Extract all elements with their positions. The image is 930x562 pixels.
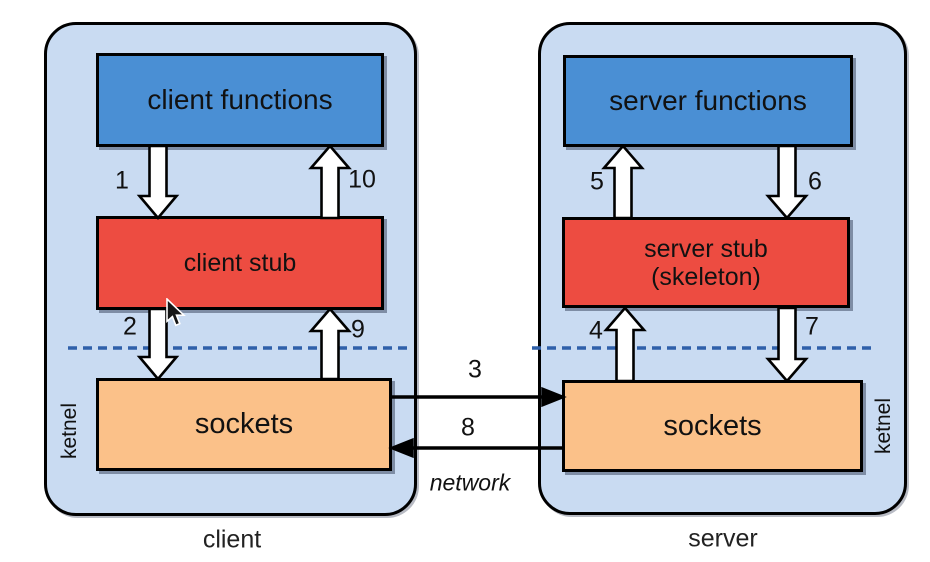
server-sockets-box: sockets bbox=[562, 380, 863, 472]
step-label-4: 4 bbox=[589, 316, 603, 345]
server-functions-label: server functions bbox=[609, 85, 807, 117]
arrow-4-up-icon bbox=[603, 306, 647, 383]
step-label-6: 6 bbox=[808, 167, 822, 196]
server-functions-box: server functions bbox=[563, 55, 853, 147]
arrow-8-left-head-icon bbox=[388, 437, 414, 459]
arrow-10-up-icon bbox=[308, 144, 352, 220]
step-label-1: 1 bbox=[115, 166, 129, 195]
client-sockets-label: sockets bbox=[194, 408, 294, 441]
server-kernel-label: ketnel bbox=[872, 397, 895, 455]
step-label-3: 3 bbox=[468, 355, 482, 384]
step-label-7: 7 bbox=[805, 312, 819, 341]
client-functions-box: client functions bbox=[96, 53, 384, 147]
server-sockets-label: sockets bbox=[663, 409, 762, 442]
client-stub-label: client stub bbox=[183, 249, 297, 277]
arrow-3-right-head-icon bbox=[541, 386, 567, 408]
step-label-2: 2 bbox=[123, 312, 137, 341]
step-label-8: 8 bbox=[461, 413, 475, 442]
step-label-10: 10 bbox=[348, 165, 376, 194]
arrow-5-up-icon bbox=[601, 144, 645, 220]
mouse-cursor-icon bbox=[166, 298, 186, 327]
client-stub-box: client stub bbox=[96, 216, 384, 310]
arrow-1-down-icon bbox=[136, 144, 180, 221]
server-caption: server bbox=[688, 524, 758, 553]
server-stub-box: server stub (skeleton) bbox=[562, 217, 850, 308]
client-functions-label: client functions bbox=[147, 84, 333, 116]
step-label-9: 9 bbox=[351, 315, 365, 344]
client-kernel-label: ketnel bbox=[58, 402, 81, 460]
arrow-6-down-icon bbox=[765, 144, 809, 220]
client-sockets-box: sockets bbox=[96, 378, 392, 471]
server-stub-label: server stub (skeleton) bbox=[644, 234, 768, 291]
step-label-5: 5 bbox=[590, 167, 604, 196]
arrow-9-up-icon bbox=[308, 307, 352, 381]
client-caption: client bbox=[202, 525, 262, 554]
arrow-7-down-icon bbox=[765, 306, 809, 383]
network-label: network bbox=[429, 469, 511, 496]
